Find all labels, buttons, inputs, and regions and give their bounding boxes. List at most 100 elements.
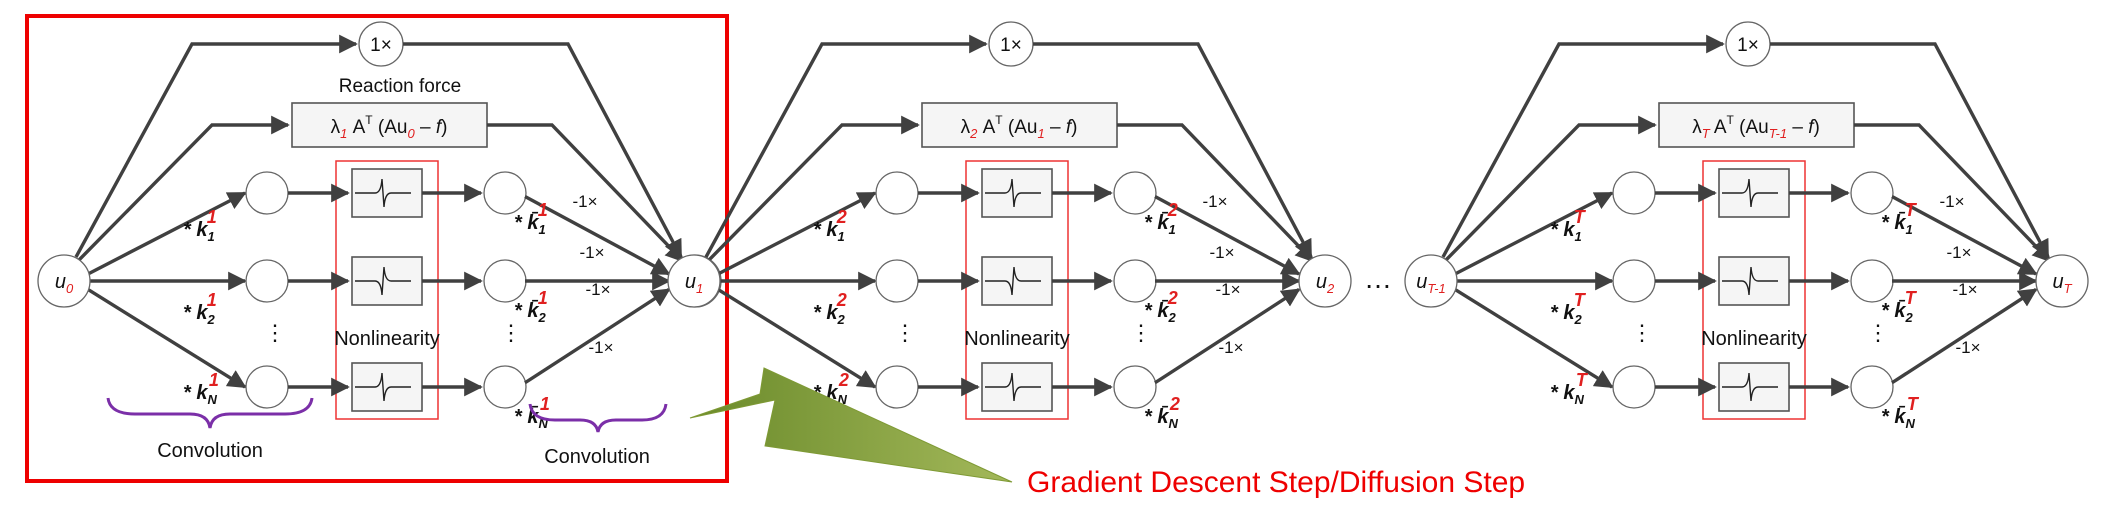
adjoint-kernel-label: * k̄N2: [1144, 394, 1180, 431]
adjoint-kernel-label: * k̄21: [514, 288, 548, 325]
filter-node: [875, 259, 919, 303]
stage-ellipsis: …: [1364, 263, 1392, 294]
kernel-label: * kNT: [1550, 370, 1589, 407]
adjoint-kernel-label: * k̄12: [1144, 200, 1178, 237]
filter-row-1: * k11 * k̄11: [87, 168, 671, 276]
first-stage-frame: [25, 14, 729, 483]
filter-node: [245, 259, 289, 303]
filter-row-3: * kN1* k̄N1: [87, 288, 671, 431]
edge-input-to-filter: [717, 288, 877, 389]
stages-layer: 1×λ1 AT (Au0 – f)Reaction force* k11* k̄…: [37, 21, 2089, 431]
input-node: [667, 254, 721, 308]
reaction-edge-out: [1117, 123, 1315, 263]
identity-edge-out: [1033, 42, 1313, 259]
adjoint-filter-node: [1113, 365, 1157, 409]
identity-edge-out: [403, 42, 683, 259]
reaction-edge-in: [76, 115, 290, 263]
pointer-arrow: [689, 367, 1013, 483]
identity-edge-out: [1770, 42, 2050, 259]
convolution-label-left: Convolution: [157, 440, 263, 462]
output-node: [1298, 254, 1352, 308]
output-node: [2035, 254, 2089, 308]
filter-node: [875, 171, 919, 215]
convolution-brace-right: [528, 403, 668, 433]
adjoint-kernel-label: * k̄11: [514, 200, 548, 237]
neg-one-label-1: -1×: [1939, 192, 1964, 211]
adjoint-filter-node: [1113, 259, 1157, 303]
input-node-label: u0: [55, 271, 74, 296]
edge-filter-to-output: [524, 288, 671, 385]
identity-edge-in: [704, 34, 988, 258]
reaction-edge-in: [1443, 115, 1657, 263]
nonlinearity-label: Nonlinearity: [964, 328, 1070, 350]
nonlinearity-label: Nonlinearity: [334, 328, 440, 350]
influence-function-icon: [1722, 372, 1778, 402]
neg-one-label-2: -1×: [1946, 243, 1971, 262]
row-ellipsis-2: ⋮: [1130, 320, 1152, 345]
stage-2: 1×λ2 AT (Au1 – f)* k12* k̄12* k22* k̄22*…: [667, 21, 1352, 431]
influence-function-icon: [985, 372, 1041, 402]
stage-1: 1×λ1 AT (Au0 – f)Reaction force* k11* k̄…: [37, 21, 722, 431]
kernel-label: * k22: [813, 290, 847, 327]
filter-node: [1612, 171, 1656, 215]
influence-function-icon: [985, 178, 1041, 208]
filter-node: [875, 365, 919, 409]
filter-node: [1612, 259, 1656, 303]
adjoint-kernel-label: * k̄N1: [514, 394, 550, 431]
input-node-label: uT-1: [1416, 271, 1445, 296]
nonlinearity-label: Nonlinearity: [1701, 328, 1807, 350]
convolution-label-right: Convolution: [544, 446, 650, 468]
kernel-label: * k11: [183, 207, 217, 244]
influence-function-icon: [1722, 178, 1778, 208]
reaction-edge-out: [487, 123, 685, 263]
edge-input-to-filter: [1454, 191, 1614, 276]
neg-one-label-2: -1×: [1209, 243, 1234, 262]
identity-node-label: 1×: [1737, 35, 1759, 56]
filter-node: [245, 171, 289, 215]
identity-edge-in: [74, 34, 358, 258]
adjoint-filter-node: [1113, 171, 1157, 215]
edge-filter-to-output: [524, 195, 671, 276]
adjoint-filter-node: [1850, 171, 1894, 215]
filter-node: [1612, 365, 1656, 409]
neg-one-label-1: -1×: [1202, 192, 1227, 211]
filter-row-3: * kNT* k̄NT: [1454, 288, 2038, 431]
influence-function-icon: [985, 266, 1041, 296]
filter-row-2: * k2T* k̄2T: [1455, 256, 2038, 327]
input-node: [1404, 254, 1458, 308]
kernel-label: * k1T: [1550, 207, 1587, 244]
filter-node: [245, 365, 289, 409]
convolution-brace-left: [106, 397, 314, 429]
row-ellipsis-1: ⋮: [1631, 320, 1653, 345]
kernel-label: * k21: [183, 290, 217, 327]
reaction-edge-out: [1854, 123, 2052, 263]
adjoint-filter-node: [1850, 365, 1894, 409]
edge-input-to-filter: [87, 288, 247, 389]
adjoint-filter-node: [1850, 259, 1894, 303]
reaction-force-box: [921, 102, 1118, 148]
neg-one-label-4: -1×: [1955, 338, 1980, 357]
influence-function-icon: [355, 372, 411, 402]
adjoint-kernel-label: * k̄1T: [1881, 200, 1918, 237]
identity-node-label: 1×: [1000, 35, 1022, 56]
output-node-label: u2: [1316, 271, 1335, 296]
reaction-force-box: [291, 102, 488, 148]
reaction-force-label: Reaction force: [339, 76, 462, 97]
influence-function-icon: [1722, 266, 1778, 296]
influence-function-icon: [355, 266, 411, 296]
kernel-label: * k2T: [1550, 290, 1587, 327]
adjoint-filter-node: [483, 365, 527, 409]
caption-gradient-descent-step: Gradient Descent Step/Diffusion Step: [1027, 466, 1525, 499]
neg-one-label-2: -1×: [579, 243, 604, 262]
filter-row-1: * k1T * k̄1T: [1454, 168, 2038, 276]
neg-one-label-3: -1×: [585, 280, 610, 299]
filter-row-2: * k22 * k̄22: [718, 256, 1301, 327]
reaction-force-formula: λT AT (AuT-1 – f): [1692, 113, 1820, 141]
filter-row-1: * k12* k̄12: [717, 168, 1301, 276]
row-ellipsis-1: ⋮: [264, 320, 286, 345]
stage-3: 1× λT AT (AuT-1 – f) * k1T * k̄1T * k2T* k̄2…: [1404, 21, 2089, 431]
influence-function-icon: [355, 178, 411, 208]
adjoint-kernel-label: * k̄22: [1144, 288, 1178, 325]
edge-filter-to-output: [1891, 288, 2038, 385]
edge-filter-to-output: [1154, 195, 1301, 276]
